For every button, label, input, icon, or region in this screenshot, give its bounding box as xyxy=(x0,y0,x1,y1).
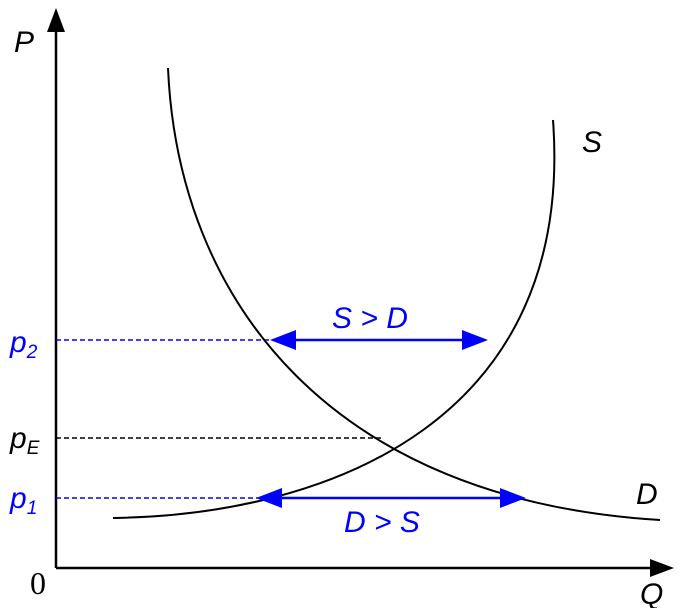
surplus-arrow-right-head xyxy=(462,330,488,350)
axes xyxy=(47,8,674,577)
surplus-label: S > D xyxy=(332,302,408,335)
surplus-arrow xyxy=(270,330,488,350)
supply-curve xyxy=(112,119,556,519)
shortage-arrow xyxy=(256,488,526,508)
demand-curve-label: D xyxy=(636,478,658,511)
shortage-arrow-left-head xyxy=(256,488,282,508)
shortage-arrow-right-head xyxy=(500,488,526,508)
y-axis-label: P xyxy=(14,26,34,59)
x-axis-label: Q xyxy=(640,578,663,608)
demand-curve xyxy=(167,67,661,521)
surplus-arrow-left-head xyxy=(270,330,296,350)
y-axis-arrowhead xyxy=(47,8,65,32)
shortage-label: D > S xyxy=(344,506,420,539)
pe-label: pE xyxy=(9,422,40,459)
p2-label: p2 xyxy=(9,326,38,363)
supply-curve-label: S xyxy=(582,126,602,159)
x-axis-arrowhead xyxy=(650,559,674,577)
p1-label: p1 xyxy=(9,482,37,519)
origin-label: 0 xyxy=(30,565,46,601)
